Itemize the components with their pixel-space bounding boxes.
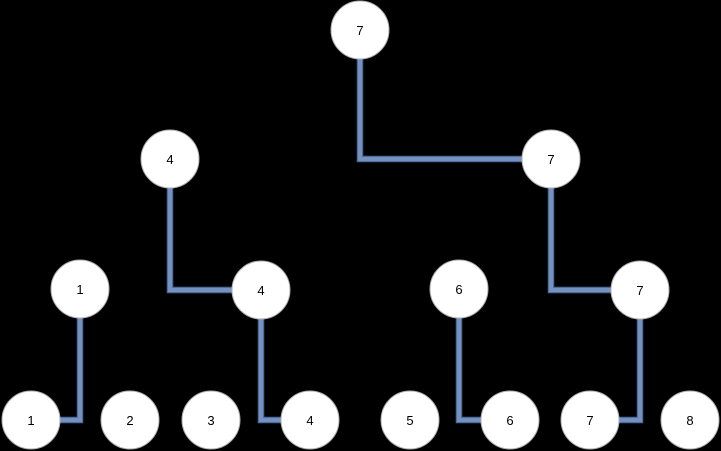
node-circle — [521, 129, 581, 189]
node-circle — [480, 390, 540, 450]
node-label: 7 — [636, 283, 643, 298]
tree-node-l2-d[interactable]: 7 — [610, 260, 670, 320]
node-label: 5 — [406, 413, 413, 428]
node-label: 1 — [27, 413, 34, 428]
connector-l1-a-l2-b[interactable] — [168, 159, 261, 292]
node-label: 4 — [306, 413, 313, 428]
node-label: 6 — [455, 282, 462, 297]
tree-node-l2-a[interactable]: 1 — [50, 259, 110, 319]
node-circle — [231, 260, 291, 320]
node-label: 8 — [686, 413, 693, 428]
tree-node-leaf-3[interactable]: 3 — [181, 390, 241, 450]
tree-node-leaf-6[interactable]: 6 — [480, 390, 540, 450]
node-circle — [181, 390, 241, 450]
node-label: 4 — [166, 152, 173, 167]
node-circle — [429, 259, 489, 319]
node-label: 1 — [76, 282, 83, 297]
node-circle — [610, 260, 670, 320]
tree-node-leaf-2[interactable]: 2 — [100, 390, 160, 450]
tree-node-leaf-4[interactable]: 4 — [280, 390, 340, 450]
node-circle — [1, 390, 61, 450]
connector-root-l1-b[interactable] — [358, 30, 551, 161]
tree-node-l1-b[interactable]: 7 — [521, 129, 581, 189]
tree-node-leaf-8[interactable]: 8 — [660, 390, 720, 450]
node-label: 3 — [207, 413, 214, 428]
tree-node-l2-b[interactable]: 4 — [231, 260, 291, 320]
node-label: 4 — [257, 283, 264, 298]
node-circle — [50, 259, 110, 319]
node-circle — [380, 390, 440, 450]
connector-outline-root-l1-b — [356, 30, 551, 163]
node-label: 7 — [586, 413, 593, 428]
node-circle — [140, 129, 200, 189]
node-label: 7 — [356, 23, 363, 38]
connector-l1-b-l2-d[interactable] — [549, 159, 640, 292]
tree-node-leaf-1[interactable]: 1 — [1, 390, 61, 450]
node-circle — [330, 0, 390, 60]
connector-layer — [31, 30, 644, 424]
node-circle — [280, 390, 340, 450]
node-label: 7 — [547, 152, 554, 167]
tree-node-l2-c[interactable]: 6 — [429, 259, 489, 319]
tree-node-leaf-7[interactable]: 7 — [560, 390, 620, 450]
tree-node-root[interactable]: 7 — [330, 0, 390, 60]
node-label: 6 — [506, 413, 513, 428]
node-circle — [100, 390, 160, 450]
node-circle — [660, 390, 720, 450]
node-circle — [560, 390, 620, 450]
tree-node-leaf-5[interactable]: 5 — [380, 390, 440, 450]
tree-node-l1-a[interactable]: 4 — [140, 129, 200, 189]
node-label: 2 — [126, 413, 133, 428]
